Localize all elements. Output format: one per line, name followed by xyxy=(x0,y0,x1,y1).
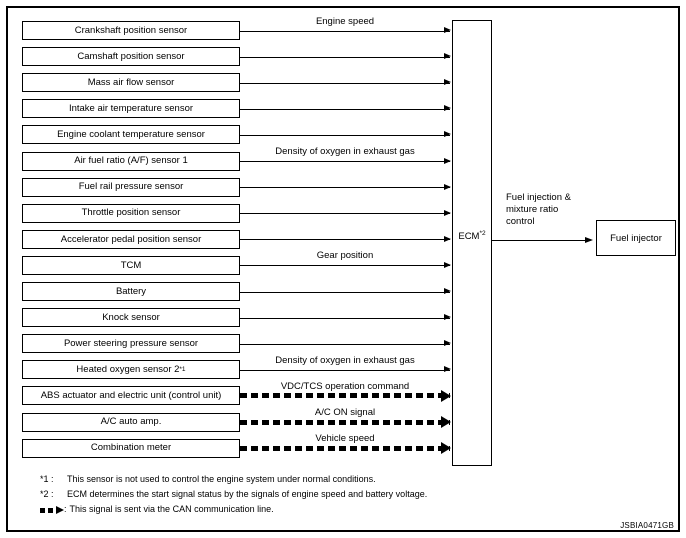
signal-arrowhead-icon xyxy=(444,53,451,60)
signal-line xyxy=(240,213,450,215)
signal-line xyxy=(240,369,450,371)
reference-code: JSBIA0471GB xyxy=(620,521,674,530)
signal-arrowhead-icon xyxy=(444,340,451,347)
signal-label: Density of oxygen in exhaust gas xyxy=(275,146,415,157)
input-component-label: Crankshaft position sensor xyxy=(74,24,188,36)
signal-label: Engine speed xyxy=(315,15,375,27)
signal-line xyxy=(240,265,450,267)
footnote-key: *2 : xyxy=(40,489,54,499)
signal-arrowhead-icon xyxy=(441,389,451,402)
footnote-row: :This signal is sent via the CAN communi… xyxy=(40,502,427,517)
input-component-label: Power steering pressure sensor xyxy=(63,337,199,349)
signal-arrowhead-icon xyxy=(444,157,451,164)
signal-line xyxy=(240,187,450,189)
input-component-box: Intake air temperature sensor xyxy=(22,99,240,119)
signal-label: A/C ON signal xyxy=(314,407,376,418)
output-connector-line xyxy=(492,240,588,241)
input-component-label: Battery xyxy=(115,285,147,297)
signal-arrowhead-icon xyxy=(444,209,451,216)
signal-line xyxy=(240,82,450,84)
input-component-box: Battery xyxy=(22,282,240,301)
signal-line xyxy=(240,291,450,293)
input-component-label: Heated oxygen sensor 2 xyxy=(76,364,180,376)
input-component-label: TCM xyxy=(120,259,142,271)
signal-line xyxy=(240,239,450,241)
input-component-label: Accelerator pedal position sensor xyxy=(60,233,202,245)
ecm-label-superscript: *2 xyxy=(479,229,486,237)
footnotes: *1 : This sensor is not used to control t… xyxy=(40,472,427,517)
signal-arrowhead-icon xyxy=(444,288,451,294)
fuel-injector-label: Fuel injector xyxy=(610,232,662,244)
signal-label: Vehicle speed xyxy=(315,433,375,445)
signal-line xyxy=(240,317,450,319)
input-component-box: ABS actuator and electric unit (control … xyxy=(22,386,240,406)
footnote-key: : xyxy=(64,504,67,514)
signal-label: VDC/TCS operation command xyxy=(280,380,410,392)
signal-line xyxy=(240,134,450,136)
can-signal-line xyxy=(240,393,450,399)
diagram-border xyxy=(6,6,680,532)
input-component-box: Air fuel ratio (A/F) sensor 1 xyxy=(22,151,240,171)
signal-arrowhead-icon xyxy=(444,105,451,112)
signal-arrowhead-icon xyxy=(444,235,451,242)
signal-arrowhead-icon xyxy=(444,366,451,373)
signal-arrowhead-icon xyxy=(441,442,451,455)
footnote-text: This sensor is not used to control the e… xyxy=(67,474,376,484)
input-component-label: ABS actuator and electric unit (control … xyxy=(40,390,222,402)
can-signal-line xyxy=(240,445,450,451)
input-component-label: Fuel rail pressure sensor xyxy=(78,181,184,193)
input-component-label: A/C auto amp. xyxy=(100,416,162,428)
fuel-injector-box: Fuel injector xyxy=(596,220,676,256)
signal-line xyxy=(240,343,450,345)
input-component-label: Intake air temperature sensor xyxy=(68,103,194,115)
input-component-box: Camshaft position sensor xyxy=(22,47,240,67)
signal-arrowhead-icon xyxy=(444,183,451,190)
ecm-box xyxy=(452,20,492,466)
signal-arrowhead-icon xyxy=(444,131,451,138)
ecm-label-text: ECM xyxy=(458,231,480,242)
input-component-box: Accelerator pedal position sensor xyxy=(22,229,240,249)
input-component-box: Power steering pressure sensor xyxy=(22,334,240,354)
signal-label: Density of oxygen in exhaust gas xyxy=(275,354,415,366)
output-arrowhead-icon xyxy=(585,236,593,243)
input-component-box: Heated oxygen sensor 2*1 xyxy=(22,360,240,380)
output-signal-label: Fuel injection & mixture ratio control xyxy=(506,192,571,227)
signal-label: Gear position xyxy=(316,250,374,262)
signal-line xyxy=(240,56,450,58)
signal-arrowhead-icon xyxy=(441,416,451,428)
input-component-label: Air fuel ratio (A/F) sensor 1 xyxy=(74,155,188,167)
footnote-row: *2 : ECM determines the start signal stat… xyxy=(40,487,427,502)
input-component-box: A/C auto amp. xyxy=(22,412,240,432)
footnote-text: ECM determines the start signal status b… xyxy=(67,489,428,499)
input-component-label: Mass air flow sensor xyxy=(87,76,175,88)
footnote-key: *1 : xyxy=(40,474,54,484)
input-component-label: Knock sensor xyxy=(102,311,160,323)
signal-arrowhead-icon xyxy=(444,79,451,86)
input-component-box: Engine coolant temperature sensor xyxy=(22,125,240,145)
signal-arrowhead-icon xyxy=(444,314,451,321)
input-component-label: Throttle position sensor xyxy=(81,207,181,219)
signal-line xyxy=(240,161,450,162)
input-component-box: Mass air flow sensor xyxy=(22,73,240,93)
ecm-label: ECM*2 xyxy=(452,229,492,242)
signal-arrowhead-icon xyxy=(444,27,451,33)
signal-arrowhead-icon xyxy=(444,261,451,268)
can-signal-line xyxy=(240,419,450,425)
signal-line xyxy=(240,30,450,32)
input-component-box: Knock sensor xyxy=(22,308,240,328)
footnote-row: *1 : This sensor is not used to control t… xyxy=(40,472,427,487)
input-component-box: TCM xyxy=(22,255,240,275)
input-component-box: Combination meter xyxy=(22,438,240,458)
input-component-box: Crankshaft position sensor xyxy=(22,21,240,40)
signal-line xyxy=(240,108,450,110)
footnote-text: This signal is sent via the CAN communic… xyxy=(69,504,274,514)
input-component-label: Engine coolant temperature sensor xyxy=(57,129,205,141)
input-component-label: Combination meter xyxy=(90,442,172,454)
input-component-box: Throttle position sensor xyxy=(22,203,240,223)
input-component-box: Fuel rail pressure sensor xyxy=(22,177,240,197)
input-component-label: Camshaft position sensor xyxy=(77,50,185,62)
can-arrow-icon xyxy=(40,505,64,514)
